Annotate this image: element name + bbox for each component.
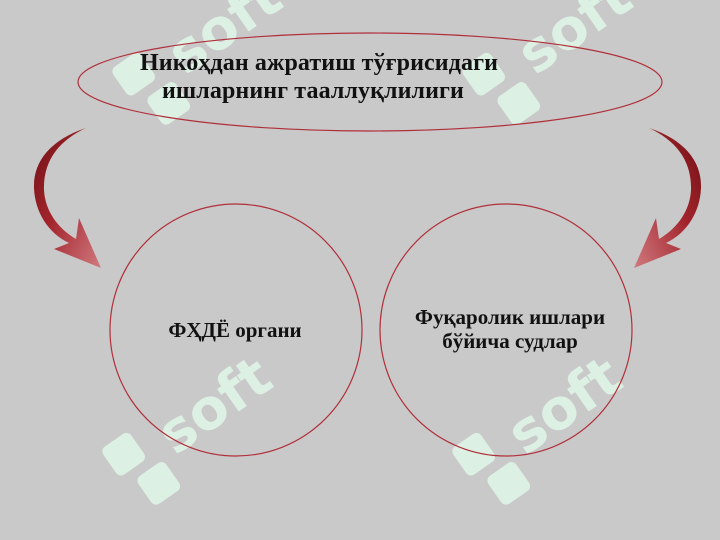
right-node-line-2: бўйича судлар xyxy=(442,329,578,354)
right-node-line-1: Фуқаролик ишлари xyxy=(414,305,606,329)
curved-arrow-down-right-icon xyxy=(33,128,101,268)
right-node-label: Фуқаролик ишлари бўйича судлар xyxy=(385,305,635,353)
diagram-title: Никоҳдан ажратиш тўғрисидаги ишларнинг т… xyxy=(140,50,590,105)
title-line-2: ишларнинг тааллуқлилиги xyxy=(162,77,464,104)
curved-arrow-down-left-icon xyxy=(634,128,702,268)
top-ellipse xyxy=(77,32,663,132)
title-line-1: Никоҳдан ажратиш тўғрисидаги xyxy=(140,50,498,76)
left-node-label: ФҲДЁ органи xyxy=(168,318,302,342)
right-circle xyxy=(379,203,633,457)
left-circle xyxy=(109,203,363,457)
